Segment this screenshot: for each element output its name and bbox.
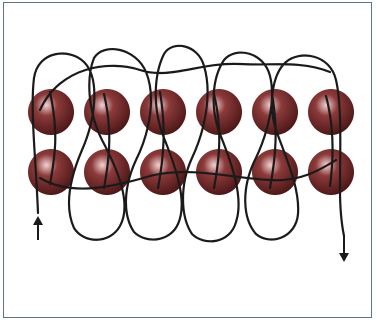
arrow-down-icon [339,236,349,262]
nucleosome-sphere [308,89,354,135]
nucleosome-sphere [28,89,74,135]
arrow-up-icon [33,216,43,240]
nucleosome-grid [28,89,354,195]
nucleosome-sphere [140,149,186,195]
dna-strand-front [48,90,334,190]
dna-strand [31,44,346,243]
